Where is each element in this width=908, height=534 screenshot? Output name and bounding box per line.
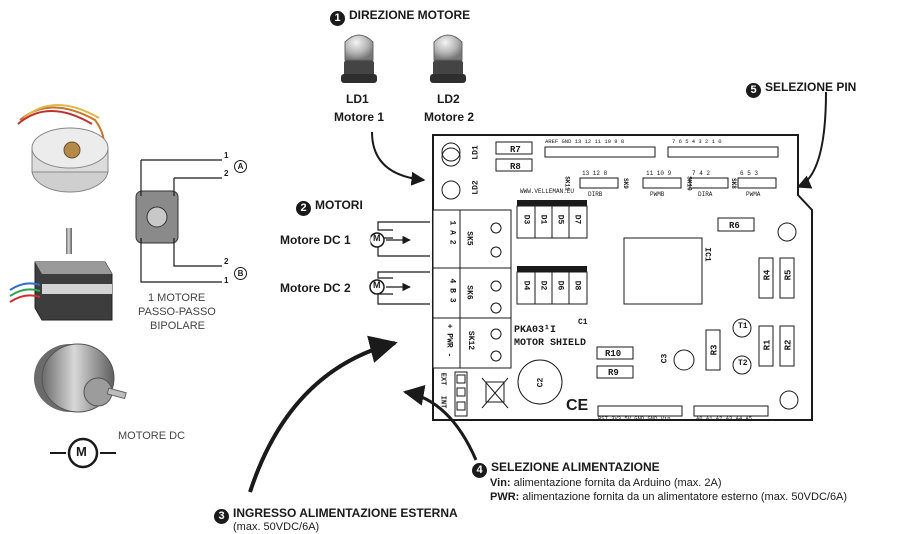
motor-wires	[378, 222, 430, 304]
sk12-name: SK12	[466, 331, 475, 350]
header-pwma: PWMA	[746, 191, 760, 198]
pwr-description: PWR: alimentazione fornita da un aliment…	[490, 491, 847, 503]
board-d5: D5	[555, 215, 564, 225]
bottom-pins-right: A0 A1 A2 A3 A4 A5	[696, 415, 752, 422]
coil-b-badge: B	[234, 267, 247, 280]
board-r5: R5	[783, 270, 793, 281]
header-sk11: SK11	[564, 176, 571, 190]
led-ld2-label: Motore 2	[424, 110, 474, 124]
led-ld1-label: Motore 1	[334, 110, 384, 124]
vin-description: Vin: alimentazione fornita da Arduino (m…	[490, 477, 722, 489]
board-title-2: MOTOR SHIELD	[514, 338, 586, 349]
board-d1: D1	[538, 215, 547, 225]
led-ld1-id: LD1	[346, 92, 369, 106]
board-d3: D3	[521, 215, 530, 225]
board-title-1: PKA03¹I	[514, 325, 556, 336]
alimentazione-esterna-arrow	[250, 343, 395, 492]
ce-mark: CE	[566, 397, 588, 415]
stepper-pin-2a: 2	[224, 169, 228, 178]
board-c2: C2	[536, 378, 545, 388]
board-t2: T2	[738, 359, 748, 368]
stepper-label-3: BIPOLARE	[150, 320, 205, 332]
sk5-pins: 1 A 2	[448, 220, 457, 244]
sk5-name: SK5	[465, 231, 474, 245]
sk6-pins: 4 B 3	[448, 278, 457, 302]
header-dirb: DIRB	[588, 191, 602, 198]
board-d2: D2	[538, 281, 547, 291]
header-pins-1: 13 12 8	[582, 170, 607, 177]
header-pwmb: PWMB	[650, 191, 664, 198]
bottom-pins-left: RST 3V3 5V GND GND Vin	[598, 415, 671, 422]
motor-dc-1-label: Motore DC 1	[280, 233, 351, 247]
board-ld1: LD1	[472, 145, 481, 159]
board-d8: D8	[572, 281, 581, 291]
sk6-name: SK6	[465, 285, 474, 299]
header-dira: DIRA	[698, 191, 712, 198]
sk12-pins: + PWR -	[444, 324, 453, 358]
motor-dc-2-label: Motore DC 2	[280, 281, 351, 295]
header-pins-3: 7 4 2	[692, 170, 710, 177]
led-ld2-image	[430, 35, 466, 83]
stepper-motor-image-2	[10, 228, 112, 320]
dc-motor-label: MOTORE DC	[118, 430, 185, 442]
top-pins-right: 7 6 5 4 3 2 1 0	[672, 138, 722, 145]
led-ld2-id: LD2	[437, 92, 460, 106]
board-d7: D7	[572, 215, 581, 225]
led-ld1-image	[341, 35, 377, 83]
board-r9: R9	[608, 368, 619, 378]
header-sk8: SK8	[730, 178, 737, 189]
motor-1-symbol-letter: M	[373, 233, 381, 243]
jumper-int: INT	[438, 396, 446, 409]
stepper-pin-1a: 1	[224, 151, 228, 160]
pin-arrow	[798, 92, 826, 187]
header-sk9: SK9	[622, 178, 629, 189]
stepper-schematic	[136, 160, 222, 282]
board-r4: R4	[762, 270, 772, 281]
board-r1: R1	[762, 340, 772, 351]
board-d6: D6	[555, 281, 564, 291]
top-pins-left: AREF GND 13 12 11 10 9 8	[545, 138, 624, 145]
stepper-label-1: 1 MOTORE	[148, 292, 205, 304]
board-r7: R7	[510, 145, 521, 155]
dc-motor-symbol-letter: M	[76, 444, 87, 459]
header-sk10: SK10	[686, 176, 693, 190]
stepper-label-2: PASSO-PASSO	[138, 306, 216, 318]
board-d4: D4	[521, 281, 530, 291]
direzione-arrow	[372, 132, 424, 180]
board-ld2: LD2	[472, 180, 481, 194]
header-pins-2: 11 10 9	[646, 170, 671, 177]
motor-2-symbol-letter: M	[373, 280, 381, 290]
ingresso-sub: (max. 50VDC/6A)	[233, 521, 319, 533]
stepper-pin-1b: 1	[224, 276, 228, 285]
board-c3: C3	[660, 354, 669, 364]
header-pins-4: 6 5 3	[740, 170, 758, 177]
board-r2: R2	[783, 340, 793, 351]
board-r10: R10	[605, 349, 621, 359]
board-r6: R6	[729, 221, 740, 231]
dc-motor-image	[34, 344, 126, 412]
board-r8: R8	[510, 162, 521, 172]
jumper-ext: EXT	[438, 373, 446, 386]
stepper-motor-image-1	[18, 105, 108, 192]
board-ic1: IC1	[703, 247, 712, 261]
stepper-pin-2b: 2	[224, 257, 228, 266]
coil-a-badge: A	[234, 160, 247, 173]
board-r3: R3	[709, 345, 719, 356]
board-c1: C1	[578, 318, 588, 327]
board-t1: T1	[738, 322, 748, 331]
